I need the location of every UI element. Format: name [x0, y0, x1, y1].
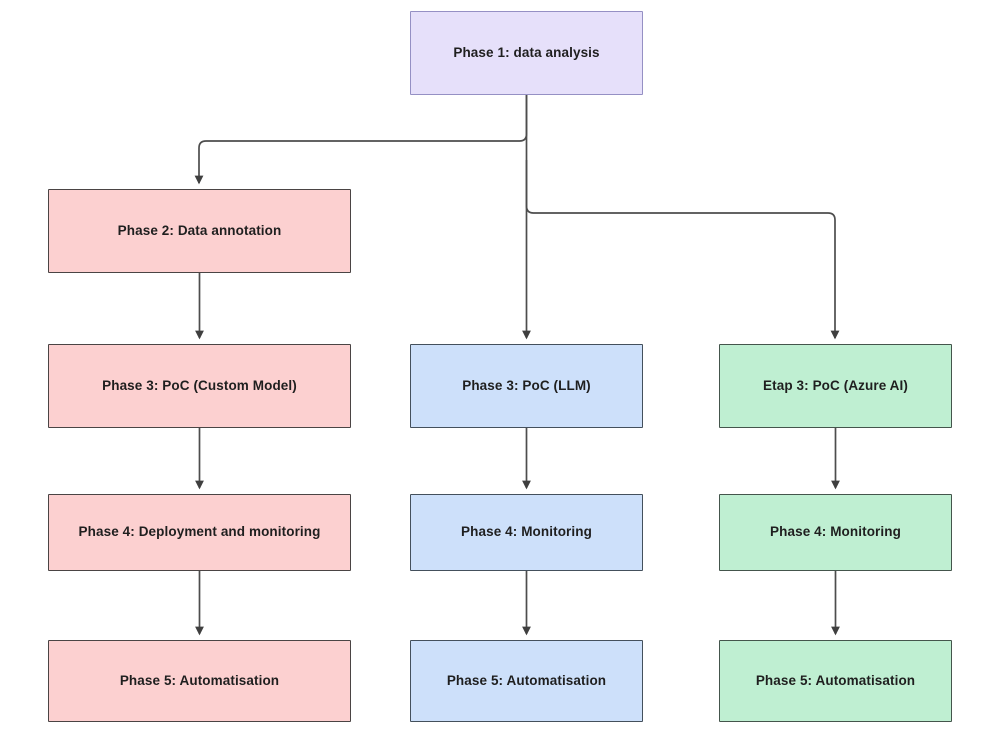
node-llm-phase5-label: Phase 5: Automatisation — [446, 672, 607, 688]
node-llm-phase4-label: Phase 4: Monitoring — [461, 524, 592, 540]
node-custom-phase5-label: Phase 5: Automatisation — [119, 672, 280, 688]
node-custom-phase2[interactable]: Phase 2: Data annotation — [48, 189, 351, 273]
edge-phase1-to-custom-phase2 — [194, 95, 528, 185]
node-azure-phase4[interactable]: Phase 4: Monitoring — [719, 494, 952, 571]
node-phase1[interactable]: Phase 1: data analysis — [410, 11, 643, 95]
node-custom-phase3-label: Phase 3: PoC (Custom Model) — [102, 377, 297, 393]
node-azure-phase3[interactable]: Etap 3: PoC (Azure AI) — [719, 344, 952, 428]
node-azure-phase3-label: Etap 3: PoC (Azure AI) — [763, 377, 908, 393]
node-custom-phase4[interactable]: Phase 4: Deployment and monitoring — [48, 494, 351, 571]
node-azure-phase4-label: Phase 4: Monitoring — [770, 524, 901, 540]
node-azure-phase5-label: Phase 5: Automatisation — [755, 672, 916, 688]
node-azure-phase5[interactable]: Phase 5: Automatisation — [719, 640, 952, 722]
node-custom-phase4-label: Phase 4: Deployment and monitoring — [78, 524, 321, 540]
node-phase1-label: Phase 1: data analysis — [453, 44, 600, 60]
edge-phase1-to-azure-phase3 — [525, 160, 840, 340]
node-llm-phase5[interactable]: Phase 5: Automatisation — [410, 640, 643, 722]
node-llm-phase3-label: Phase 3: PoC (LLM) — [462, 377, 591, 393]
node-custom-phase5[interactable]: Phase 5: Automatisation — [48, 640, 351, 722]
node-custom-phase3[interactable]: Phase 3: PoC (Custom Model) — [48, 344, 351, 428]
node-custom-phase2-label: Phase 2: Data annotation — [117, 222, 282, 238]
node-llm-phase4[interactable]: Phase 4: Monitoring — [410, 494, 643, 571]
node-llm-phase3[interactable]: Phase 3: PoC (LLM) — [410, 344, 643, 428]
